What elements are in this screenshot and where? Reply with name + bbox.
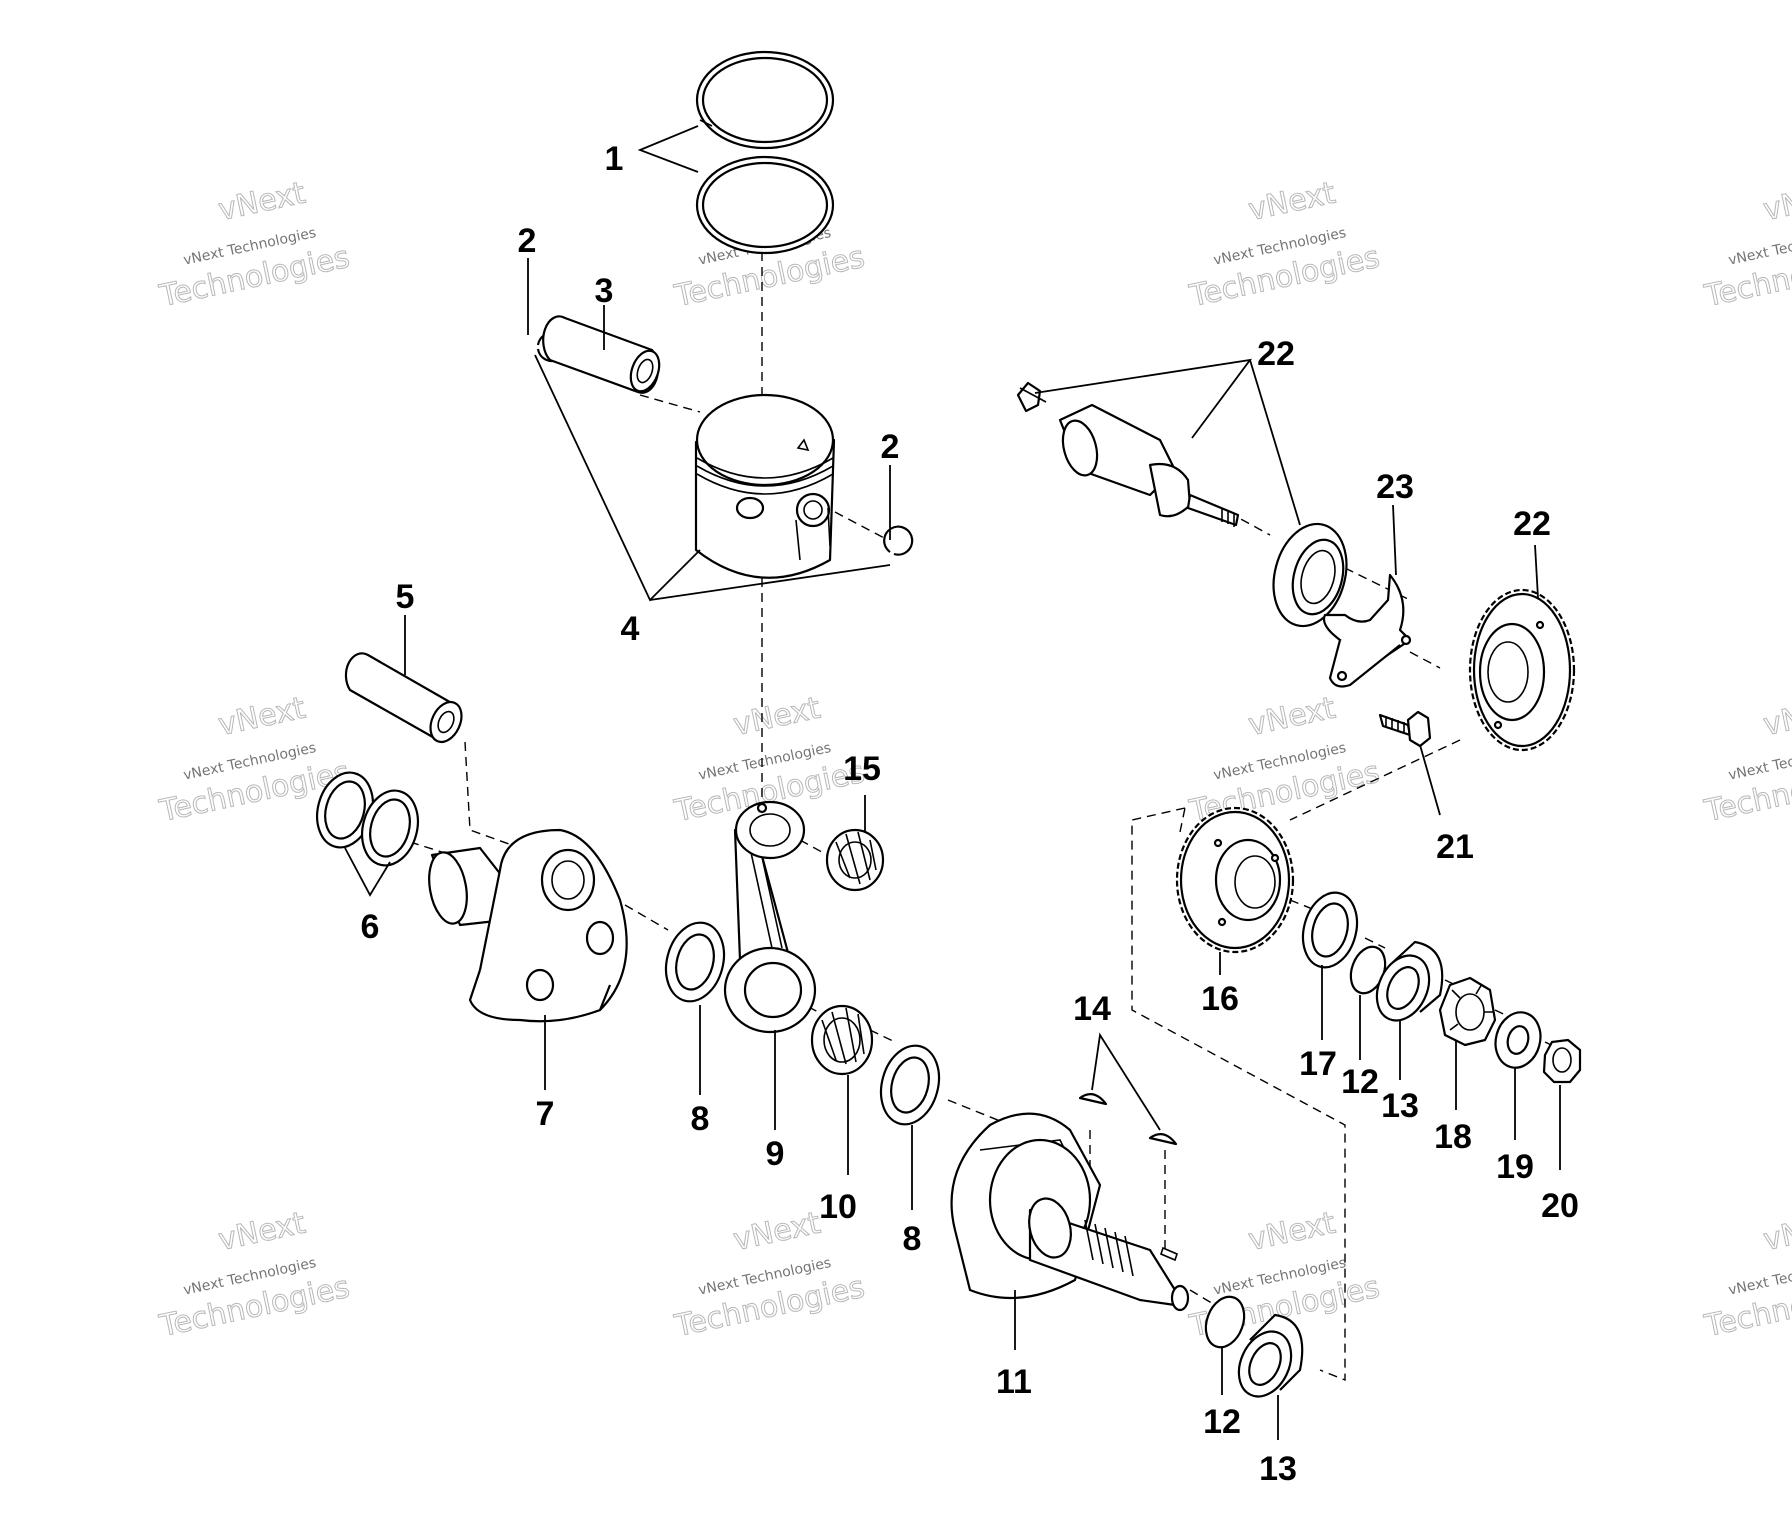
watermark-8: vNext vNext Technologies Technologies: [1701, 690, 1792, 830]
callout-labels: 1 2 3 2 4 5 6 7 8 9 10 8 11 12 13 14 15 …: [361, 140, 1579, 1488]
needle-bearing-big-end: [810, 1004, 874, 1076]
svg-text:vNext: vNext: [1245, 691, 1338, 744]
hex-nut: [1542, 1038, 1582, 1084]
callout-20: 20: [1541, 1187, 1579, 1225]
watermark-12: vNext vNext Technologies Technologies: [1701, 1205, 1792, 1345]
callout-22-starter: 22: [1257, 335, 1295, 373]
svg-text:vNext: vNext: [215, 176, 308, 229]
piston-pin: [542, 315, 661, 394]
crank-pin: [344, 652, 463, 744]
callout-12-lower: 12: [1203, 1403, 1241, 1441]
callout-17: 17: [1299, 1045, 1337, 1083]
callout-23: 23: [1376, 468, 1414, 506]
svg-text:vNext: vNext: [1760, 691, 1792, 744]
svg-text:vNext: vNext: [215, 691, 308, 744]
watermark-1: vNext vNext Technologies Technologies: [156, 175, 354, 315]
starter-motor: [1016, 381, 1240, 527]
callout-6: 6: [361, 908, 380, 946]
svg-text:vNext: vNext: [730, 691, 823, 744]
callout-8-upper: 8: [691, 1100, 710, 1138]
crank-gear: [1175, 806, 1295, 954]
svg-text:vNext: vNext: [1245, 1206, 1338, 1259]
callout-22-gear: 22: [1513, 505, 1551, 543]
crankshaft-right-half: [950, 1112, 1190, 1312]
needle-bearing-small-end: [825, 828, 885, 892]
nut-washer: [1494, 1011, 1542, 1069]
castle-nut: [1438, 976, 1497, 1047]
watermark-7: vNext vNext Technologies Technologies: [1186, 690, 1384, 830]
woodruff-keys: [1078, 1093, 1178, 1146]
svg-text:vNext: vNext: [1245, 176, 1338, 229]
gear-washer: [1301, 891, 1359, 969]
mounting-bolt: [1378, 710, 1432, 748]
watermark-3: vNext vNext Technologies Technologies: [1186, 175, 1384, 315]
callout-10: 10: [819, 1188, 857, 1226]
callout-18: 18: [1434, 1118, 1472, 1156]
connecting-rod: [723, 800, 817, 1034]
ball-bearing: [1272, 522, 1348, 628]
piston: [694, 393, 836, 579]
svg-text:vNext: vNext: [215, 1206, 308, 1259]
callout-21: 21: [1436, 828, 1474, 866]
idler-gear: [1468, 588, 1576, 752]
o-ring-lower: [1204, 1295, 1246, 1349]
callout-19: 19: [1496, 1148, 1534, 1186]
watermark-4: vNext vNext Technologies Technologies: [1701, 175, 1792, 315]
crank-washers: [316, 771, 419, 867]
leader-lines: [344, 125, 1561, 1440]
thrust-washer-lower: [879, 1044, 941, 1126]
callout-16: 16: [1201, 980, 1239, 1018]
callout-8-lower: 8: [903, 1220, 922, 1258]
callout-3: 3: [595, 272, 614, 310]
callout-12-upper: 12: [1341, 1063, 1379, 1101]
callout-11: 11: [996, 1363, 1032, 1401]
retainer-plate: [1322, 573, 1412, 688]
svg-text:vNext: vNext: [1760, 176, 1792, 229]
crankshaft-left-half: [428, 828, 628, 1023]
callout-15: 15: [843, 750, 881, 788]
callout-5: 5: [396, 578, 415, 616]
watermark-9: vNext vNext Technologies Technologies: [156, 1205, 354, 1345]
svg-text:vNext: vNext: [1760, 1206, 1792, 1259]
callout-13-lower: 13: [1259, 1450, 1297, 1488]
callout-9: 9: [766, 1135, 785, 1173]
callout-1: 1: [605, 140, 624, 178]
piston-pin-clip-right: [883, 525, 914, 556]
callout-2-right: 2: [881, 428, 900, 466]
piston-rings: [695, 50, 835, 255]
callout-13-upper: 13: [1381, 1087, 1419, 1125]
thrust-washer-upper: [664, 921, 726, 1003]
assembly-lines: [409, 237, 1563, 1382]
callout-2-left: 2: [518, 222, 537, 260]
callout-7: 7: [536, 1095, 555, 1133]
callout-4: 4: [621, 610, 640, 648]
callout-14: 14: [1073, 990, 1111, 1028]
svg-text:vNext: vNext: [730, 1206, 823, 1259]
spacer-lower: [1237, 1313, 1304, 1398]
spacer-upper: [1375, 940, 1444, 1022]
